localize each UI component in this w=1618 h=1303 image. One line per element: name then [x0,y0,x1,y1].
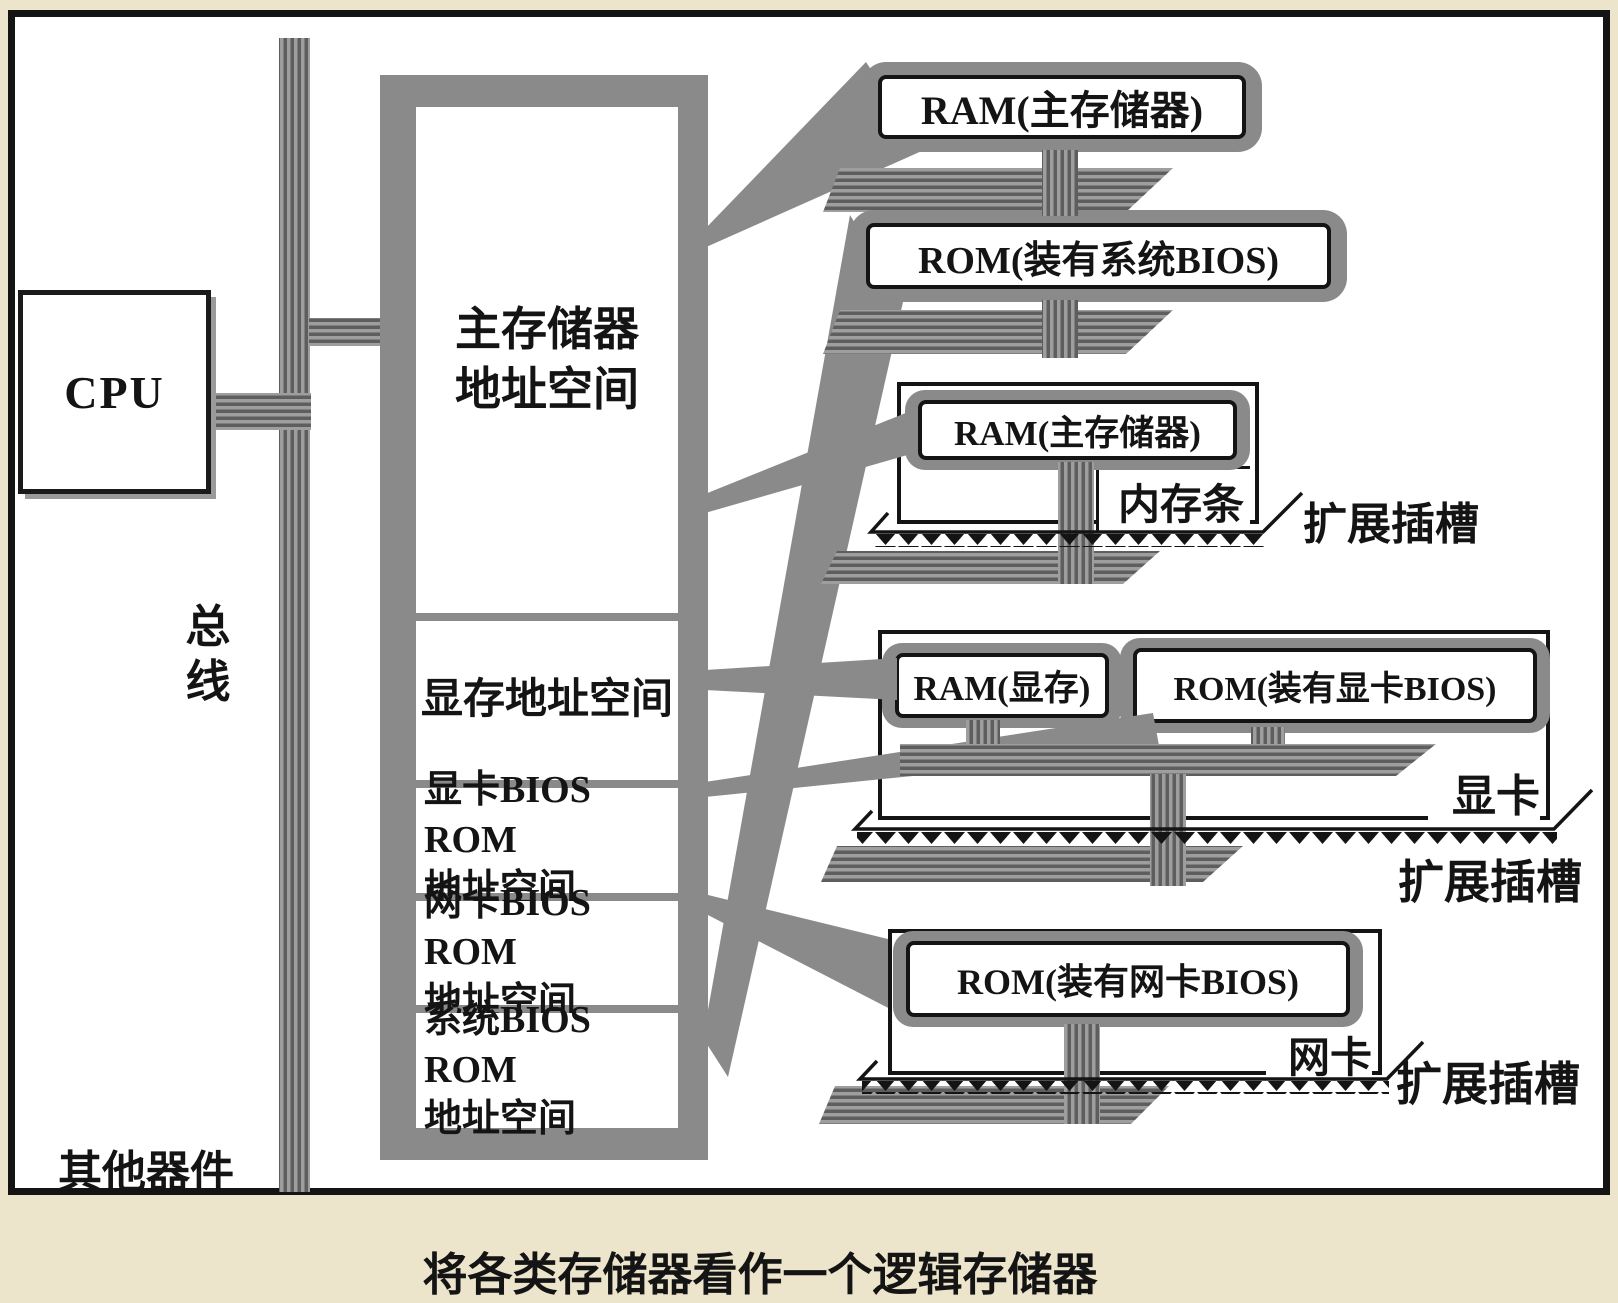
expansion-slot-label-3: 扩展插槽 [1396,1059,1580,1110]
chip-ram-main: RAM(主存储器) [862,62,1262,152]
chip-ram-main-on-stick: RAM(主存储器) [905,390,1250,470]
expansion-slot-label-1: 扩展插槽 [1303,500,1479,549]
section-video-memory-space: 显存地址空间 [416,621,678,780]
chip-ram-video-text: RAM(显存) [895,653,1109,718]
address-space-column: 主存储器 地址空间 显存地址空间 显卡BIOS ROM 地址空间 网卡BIOS … [380,75,708,1160]
section-video-bios-space: 显卡BIOS ROM 地址空间 [416,769,678,910]
bus-label: 总 线 [185,602,231,707]
chip-rom-system-bios-text: ROM(装有系统BIOS) [866,223,1331,289]
chip-rom-network-bios-text: ROM(装有网卡BIOS) [906,941,1350,1017]
chip-rom-video-bios: ROM(装有显卡BIOS) [1120,638,1550,733]
section-main-memory-space: 主存储器 地址空间 [416,107,678,613]
figure-caption: 将各类存储器看作一个逻辑存储器 [422,1250,1098,1300]
chip-rom-video-bios-text: ROM(装有显卡BIOS) [1133,648,1537,723]
chip-rom-system-bios: ROM(装有系统BIOS) [850,210,1347,302]
section-system-bios-space: 系统BIOS ROM 地址空间 [416,999,678,1140]
video-card-label: 显卡 [1428,760,1540,824]
memory-stick-label: 内存条 [1096,466,1250,532]
section-network-bios-space: 网卡BIOS ROM 地址空间 [416,882,678,1023]
network-card-label: 网卡 [1266,1024,1372,1085]
chip-ram-main-text: RAM(主存储器) [878,75,1246,139]
cpu-box: CPU [18,290,211,494]
chip-rom-network-bios: ROM(装有网卡BIOS) [893,931,1363,1027]
expansion-slot-label-2: 扩展插槽 [1398,857,1582,908]
chip-ram-main-on-stick-text: RAM(主存储器) [918,400,1237,460]
chip-ram-video: RAM(显存) [882,643,1122,728]
other-components-label: 其他器件 [58,1148,234,1197]
